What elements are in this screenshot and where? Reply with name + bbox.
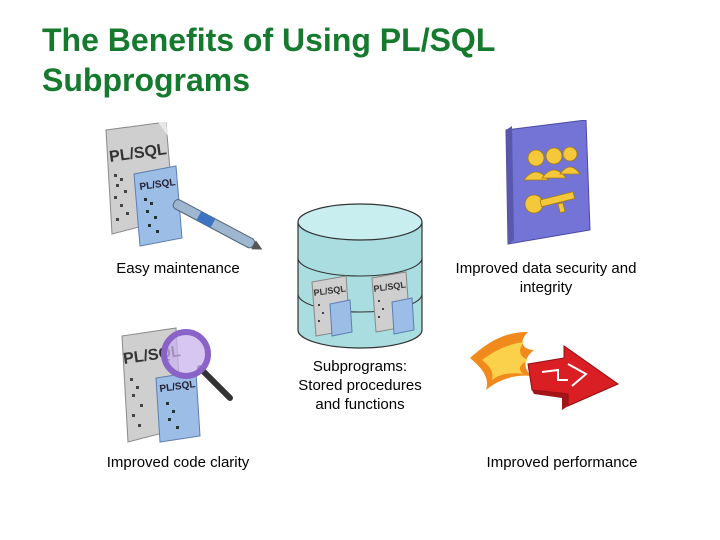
label-code-clarity: Improved code clarity: [106, 454, 250, 471]
label-security: Improved data security and integrity: [455, 260, 637, 296]
slide-title: The Benefits of Using PL/SQL Subprograms: [42, 22, 495, 98]
label-subprograms-line3: and functions: [315, 396, 405, 413]
doc-heading-small: PL/SQL: [139, 177, 176, 193]
db-doc-heading-1: PL/SQL: [313, 283, 347, 297]
label-subprograms-line2: Stored procedures: [298, 377, 422, 394]
db-doc-heading-2: PL/SQL: [373, 279, 407, 293]
label-subprograms-line1: Subprograms:: [312, 358, 408, 375]
doc-heading-clarity-small: PL/SQL: [159, 379, 196, 395]
document-pen-icon: PL/SQL PL/SQL: [105, 122, 263, 250]
label-easy-maintenance: Easy maintenance: [116, 260, 240, 277]
database-icon: PL/SQL PL/SQL: [297, 203, 423, 349]
document-magnifier-icon: PL/SQL PL/SQL: [121, 327, 233, 443]
users-key-icon: [505, 120, 591, 245]
flaming-arrow-icon: [470, 332, 620, 410]
label-performance: Improved performance: [486, 454, 638, 471]
